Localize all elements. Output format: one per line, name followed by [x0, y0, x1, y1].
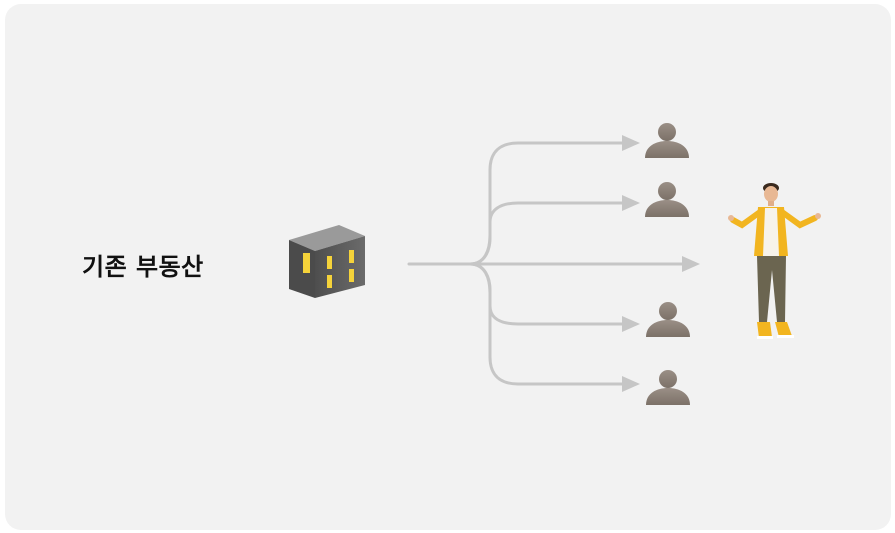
arrowhead-4 [622, 376, 640, 392]
person-icon [646, 302, 690, 337]
arrowhead-main [682, 256, 700, 272]
diagram-card [5, 4, 891, 530]
person-shrugging-icon [728, 183, 821, 339]
arrow-branch-2 [468, 201, 632, 266]
person-icon [646, 370, 690, 405]
person-icon [645, 123, 689, 158]
building-icon [289, 225, 365, 298]
arrowhead-3 [622, 316, 640, 332]
arrowhead-2 [622, 195, 640, 211]
arrow-branch-3 [468, 262, 632, 326]
arrowheads [622, 135, 700, 392]
arrowhead-1 [622, 135, 640, 151]
source-label: 기존 부동산 [82, 253, 204, 281]
branch-arrows [407, 141, 692, 386]
person-icon [645, 182, 689, 217]
arrow-branch-4 [468, 262, 632, 386]
